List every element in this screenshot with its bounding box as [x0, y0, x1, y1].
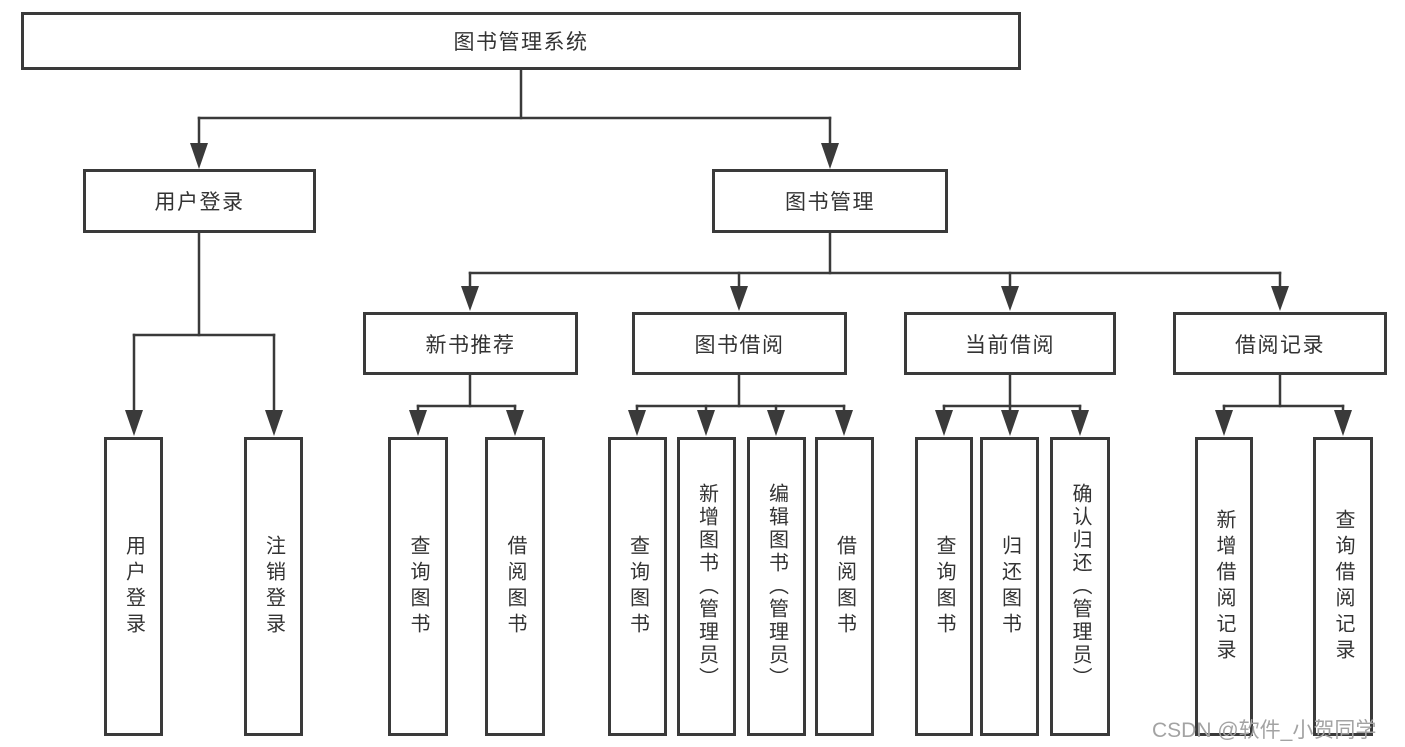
leaf-add-borrow-record-label: 新增借阅记录	[1213, 508, 1235, 665]
leaf-newbook-borrow-books-label: 借阅图书	[504, 534, 526, 639]
leaf-newbook-query-books-label: 查询图书	[407, 534, 429, 639]
leaf-user-login-label: 用户登录	[122, 534, 145, 639]
arrowhead	[1001, 410, 1019, 436]
connector-root-to-level1	[190, 68, 839, 169]
connector-currentborrow-to-leaves	[935, 373, 1089, 436]
leaf-edit-books-admin-label: 编辑图书（管理员）	[765, 483, 788, 690]
node-borrowing-records-label: 借阅记录	[1235, 333, 1325, 357]
leaf-user-login: 用户登录	[104, 437, 163, 736]
node-root-label: 图书管理系统	[453, 31, 589, 54]
leaf-borrow-query-books-label: 查询图书	[626, 534, 649, 639]
arrowhead	[767, 410, 785, 436]
node-book-management: 图书管理	[712, 169, 948, 233]
arrowhead	[265, 410, 283, 436]
arrowhead	[125, 410, 143, 436]
arrowhead	[628, 410, 646, 436]
arrowhead	[409, 410, 427, 436]
leaf-newbook-borrow-books: 借阅图书	[485, 437, 545, 736]
node-borrowing-records: 借阅记录	[1173, 312, 1387, 375]
arrowhead	[730, 286, 748, 311]
node-current-borrowing: 当前借阅	[904, 312, 1116, 375]
connector-bookborrow-to-leaves	[628, 373, 853, 436]
node-book-borrowing-label: 图书借阅	[694, 333, 785, 357]
node-new-book-recommend-label: 新书推荐	[425, 333, 516, 357]
leaf-borrow-books: 借阅图书	[815, 437, 874, 736]
leaf-edit-books-admin: 编辑图书（管理员）	[747, 437, 806, 736]
arrowhead	[697, 410, 715, 436]
leaf-newbook-query-books: 查询图书	[388, 437, 448, 736]
leaf-current-query-books-label: 查询图书	[933, 534, 955, 639]
arrowhead	[461, 286, 479, 311]
arrowhead	[935, 410, 953, 436]
arrowhead	[1271, 286, 1289, 311]
arrowhead	[835, 410, 853, 436]
node-book-management-label: 图书管理	[785, 191, 875, 214]
arrowhead	[1071, 410, 1089, 436]
leaf-borrow-query-books: 查询图书	[608, 437, 667, 736]
connector-userlogin-to-leaves	[125, 231, 283, 436]
node-book-borrowing: 图书借阅	[632, 312, 847, 375]
node-root: 图书管理系统	[21, 12, 1021, 70]
arrowhead	[506, 410, 524, 436]
connector-bookmgmt-to-level2	[461, 231, 1289, 311]
arrowhead	[821, 143, 839, 169]
connector-borrowrecord-to-leaves	[1215, 373, 1352, 436]
leaf-return-books: 归还图书	[980, 437, 1039, 736]
arrowhead	[1001, 286, 1019, 311]
arrowhead	[1334, 410, 1352, 436]
arrowhead	[190, 143, 208, 169]
leaf-add-books-admin: 新增图书（管理员）	[677, 437, 736, 736]
connector-newbookrec-to-leaves	[409, 373, 524, 436]
leaf-query-borrow-record-label: 查询借阅记录	[1332, 508, 1354, 665]
leaf-add-borrow-record: 新增借阅记录	[1195, 437, 1253, 736]
leaf-query-borrow-record: 查询借阅记录	[1313, 437, 1373, 736]
node-current-borrowing-label: 当前借阅	[965, 333, 1055, 357]
leaf-logout: 注销登录	[244, 437, 303, 736]
csdn-watermark: CSDN @软件_小贺同学	[1152, 719, 1377, 742]
leaf-current-query-books: 查询图书	[915, 437, 973, 736]
leaf-borrow-books-label: 借阅图书	[833, 534, 856, 639]
leaf-confirm-return-admin-label: 确认归还（管理员）	[1069, 483, 1091, 690]
leaf-return-books-label: 归还图书	[998, 534, 1021, 639]
leaf-logout-label: 注销登录	[262, 534, 285, 639]
leaf-confirm-return-admin: 确认归还（管理员）	[1050, 437, 1110, 736]
node-user-login-label: 用户登录	[154, 191, 245, 214]
arrowhead	[1215, 410, 1233, 436]
leaf-add-books-admin-label: 新增图书（管理员）	[695, 483, 718, 690]
node-new-book-recommend: 新书推荐	[363, 312, 578, 375]
node-user-login: 用户登录	[83, 169, 316, 233]
